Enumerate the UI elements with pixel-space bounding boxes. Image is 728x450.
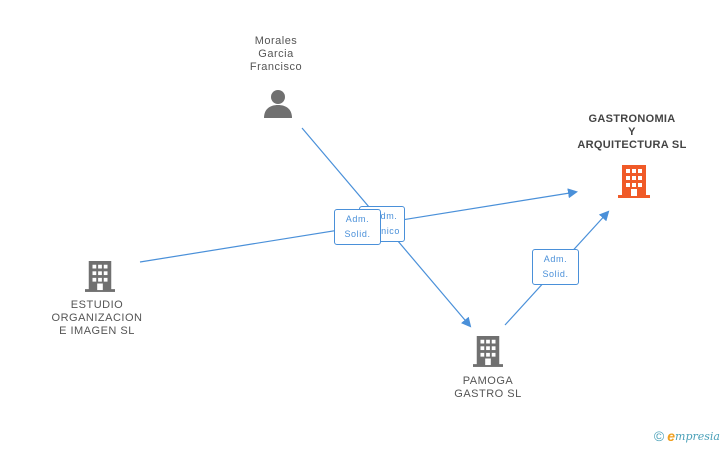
building-icon-highlighted	[618, 165, 650, 198]
brand-logo-initial: e	[667, 428, 676, 444]
copyright-icon: ©	[653, 428, 665, 444]
edge-label-adm-solid[interactable]: Adm. Solid.	[334, 209, 381, 245]
node-label-pamoga[interactable]: PAMOGA GASTRO SL	[454, 375, 522, 400]
person-icon	[264, 90, 292, 118]
edge-label-adm-solid-pamoga[interactable]: Adm. Solid.	[532, 249, 579, 285]
node-label-gastronomia[interactable]: GASTRONOMIA Y ARQUITECTURA SL	[577, 113, 687, 151]
building-icon	[85, 261, 115, 292]
node-label-estudio[interactable]: ESTUDIO ORGANIZACION E IMAGEN SL	[51, 299, 143, 337]
brand-logo-text: mpresia	[675, 429, 720, 443]
building-icon	[473, 336, 503, 367]
node-label-morales[interactable]: Morales Garcia Francisco	[249, 35, 303, 73]
